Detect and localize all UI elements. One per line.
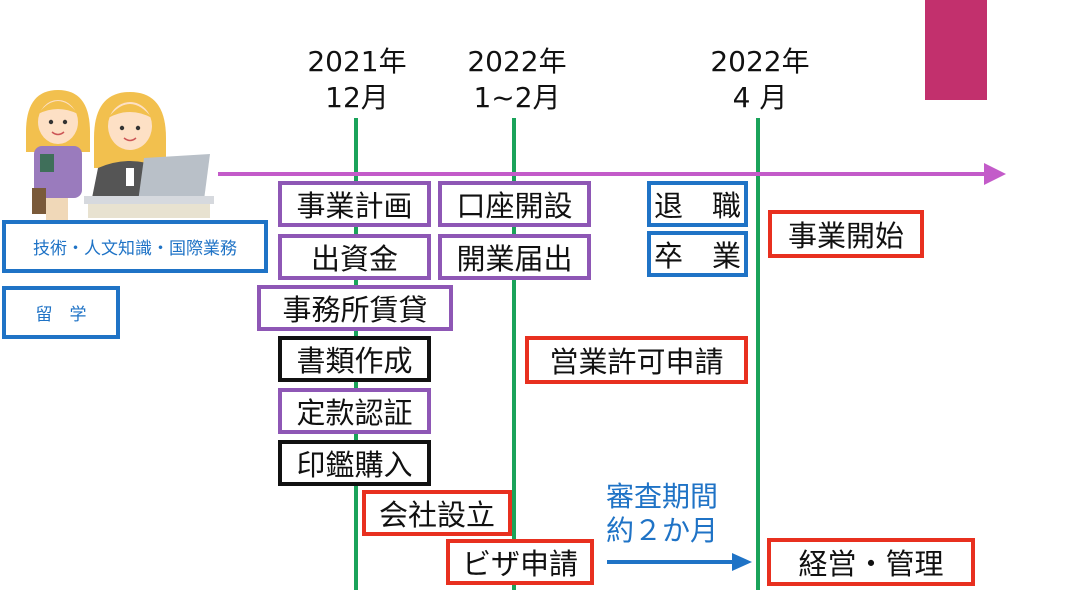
milestone-line-2022-04 <box>756 118 760 590</box>
step-retirement: 退 職 <box>647 181 748 227</box>
step-graduation: 卒 業 <box>647 231 748 277</box>
step-office-lease: 事務所賃貸 <box>257 285 453 331</box>
date-month: 4 月 <box>732 81 788 114</box>
person-student-icon <box>26 90 90 224</box>
step-seal-purchase: 印鑑購入 <box>278 440 431 486</box>
review-period-label: 審査期間 約２か月 <box>606 480 756 548</box>
date-year: 2022年 <box>710 45 810 78</box>
step-business-plan: 事業計画 <box>278 181 431 227</box>
people-illustration <box>26 90 214 224</box>
timeline-arrow <box>218 163 1006 185</box>
step-company-establishment: 会社設立 <box>362 490 512 536</box>
date-month: 12月 <box>325 81 389 114</box>
result-business-manager-visa: 経営・管理 <box>767 538 975 586</box>
date-year: 2022年 <box>467 45 567 78</box>
review-period-title: 審査期間 <box>606 480 719 513</box>
accent-block <box>925 0 987 100</box>
step-business-permit: 営業許可申請 <box>525 336 748 384</box>
date-month: 1~2月 <box>473 81 561 114</box>
status-label-student: 留 学 <box>2 286 120 339</box>
date-label-2021-12: 2021年 12月 <box>287 44 427 116</box>
status-label-engineer: 技術・人文知識・国際業務 <box>2 220 268 273</box>
person-laptop-icon <box>84 92 214 218</box>
date-label-2022-01: 2022年 1~2月 <box>447 44 587 116</box>
step-capital: 出資金 <box>278 234 431 280</box>
date-label-2022-04: 2022年 4 月 <box>690 44 830 116</box>
date-year: 2021年 <box>307 45 407 78</box>
step-articles-certification: 定款認証 <box>278 388 431 434</box>
step-documents: 書類作成 <box>278 336 431 382</box>
milestone-line-2022-01 <box>512 118 516 590</box>
step-business-start: 事業開始 <box>768 210 924 258</box>
step-bank-account: 口座開設 <box>438 181 591 227</box>
review-period-duration: 約２か月 <box>606 514 719 547</box>
review-arrow <box>607 553 752 571</box>
step-visa-application: ビザ申請 <box>446 539 594 585</box>
step-business-notification: 開業届出 <box>438 234 591 280</box>
